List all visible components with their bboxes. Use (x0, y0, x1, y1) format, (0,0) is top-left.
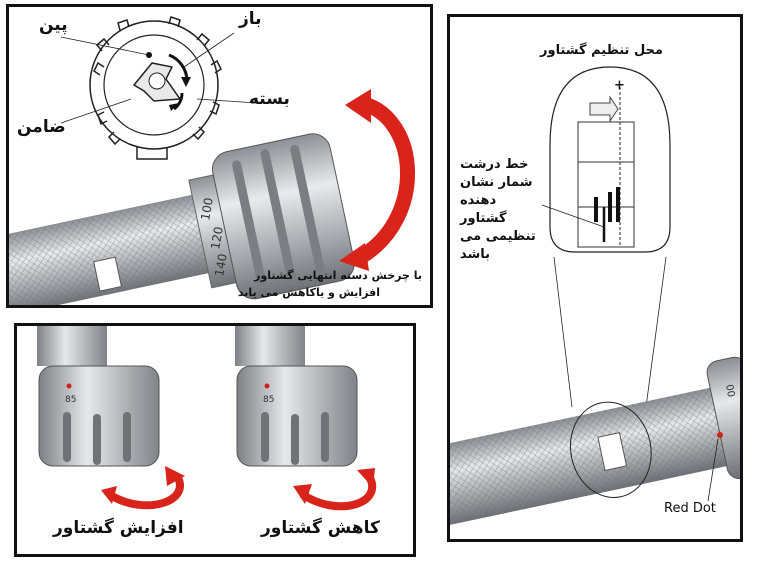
label-pin: پین (39, 15, 68, 35)
decrease-torque-caption: کاهش گشتاور (261, 518, 380, 538)
note-line: شمار نشان (460, 175, 533, 190)
increase-torque-caption: افزایش گشتاور (53, 518, 184, 538)
note-line: خط درشت (460, 157, 529, 172)
note-line: گشتاور (460, 211, 507, 226)
scale-number: 120 (208, 226, 226, 251)
shaft (450, 356, 740, 529)
magnified-scale (541, 66, 671, 253)
knob-right (235, 326, 377, 511)
note-line: دهنده (460, 193, 497, 208)
shaft (9, 133, 355, 305)
top-panel: 100 120 140 پین باز بسته ضامن با چرخش دس… (6, 4, 433, 308)
red-dot (717, 432, 723, 438)
rotation-arrow-icon (339, 89, 415, 271)
scale-number: 140 (212, 253, 230, 278)
torque-setting-title: محل تنظیم گشتاور (540, 43, 663, 58)
label-open: باز (239, 9, 262, 29)
bottom-panel: 85 85 افزایش گشتاور کاهش گشتاور (14, 323, 416, 557)
torque-setting-illustration: 00 + (450, 66, 740, 529)
scale-number: 85 (65, 395, 76, 405)
scale-number: 85 (263, 395, 274, 405)
label-closed: بسته (249, 89, 290, 109)
scale-number: 100 (198, 197, 216, 222)
red-dot-label: Red Dot (664, 501, 716, 516)
caption-line-1: با چرخش دسته انتهایی گشتاور (254, 269, 422, 282)
caption-line-2: افزایش و یاکاهش می یابد (237, 286, 380, 299)
knob-left (37, 326, 185, 510)
right-panel: 00 + محل تنظیم گشتاور خط درشت شمار نشان … (447, 14, 743, 542)
scale-number: 00 (723, 384, 736, 398)
plus-sign: + (614, 78, 625, 93)
cap-dial (60, 16, 258, 160)
note-line: تنظیمی می (460, 229, 536, 244)
knob-illustrations: 85 85 (37, 326, 377, 511)
wrench-handle-illustration: 100 120 140 (9, 16, 415, 305)
label-guarantee: ضامن (17, 117, 66, 137)
note-line: باشد (460, 247, 491, 262)
